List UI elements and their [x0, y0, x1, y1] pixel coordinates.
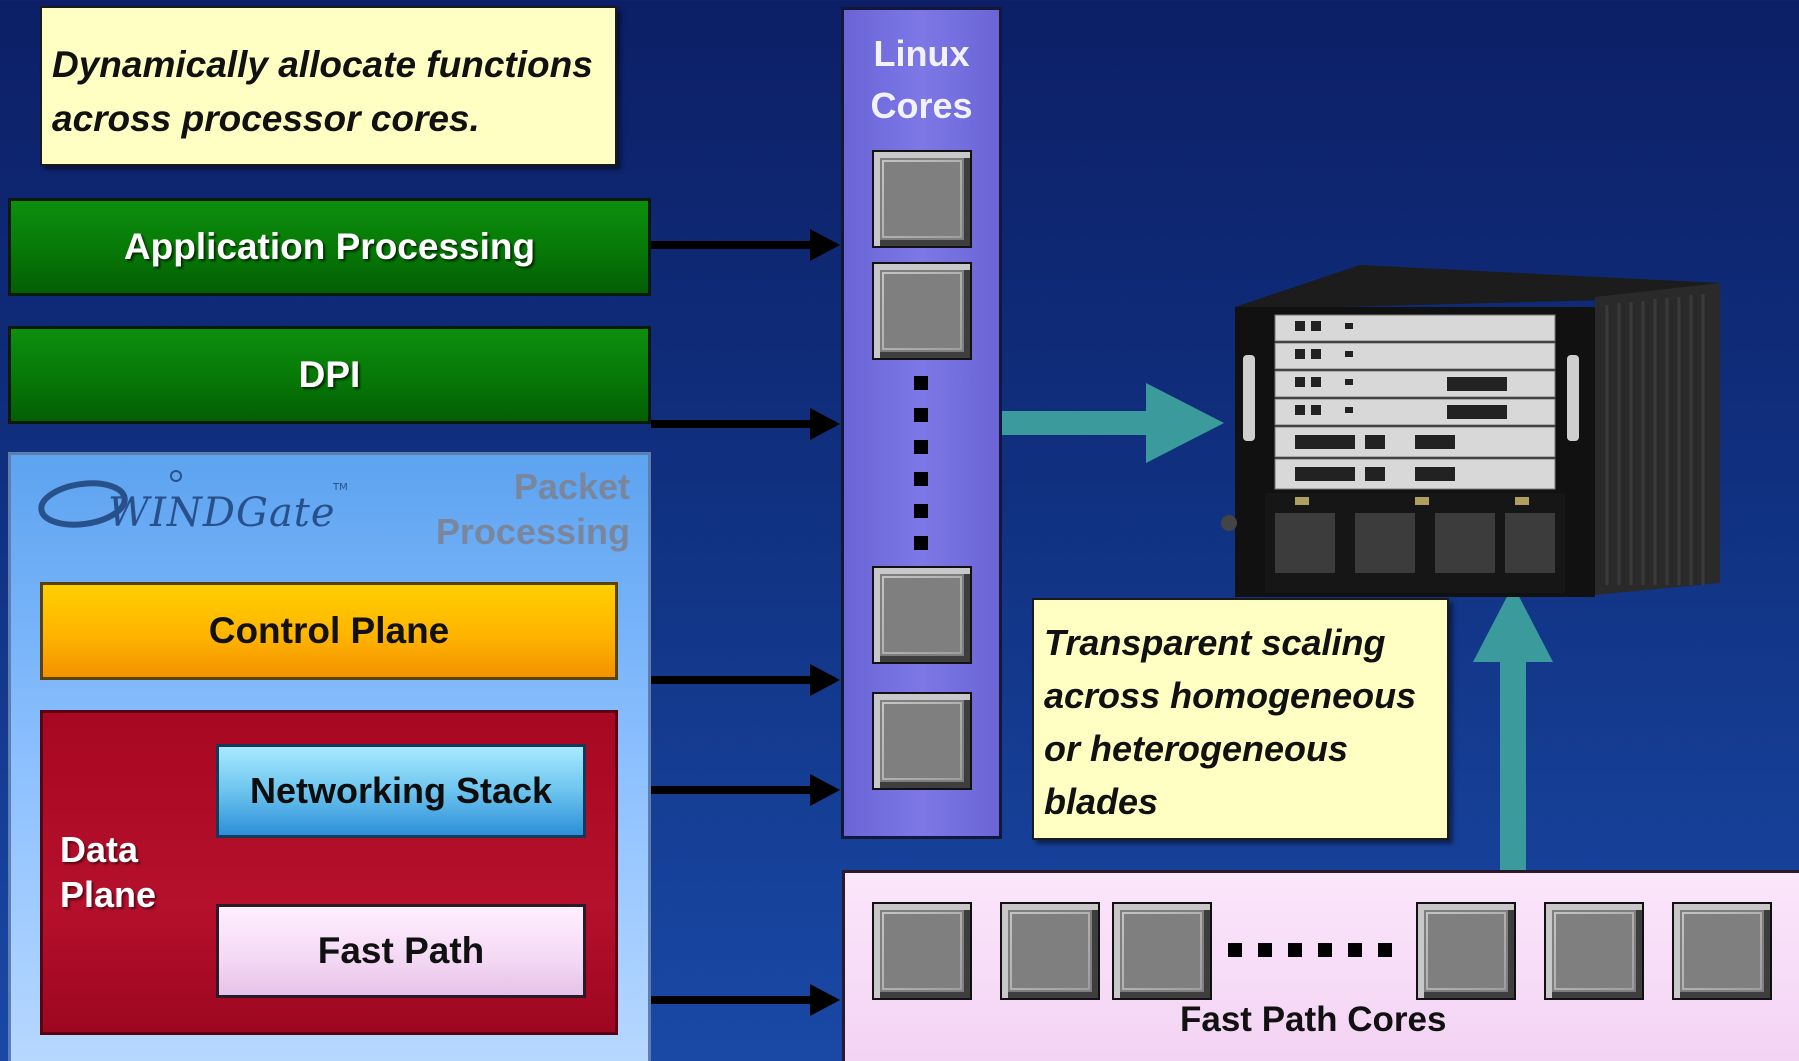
linux-ellipsis-dot [914, 440, 928, 454]
packet-processing-line-2: Processing [435, 511, 630, 552]
linux-core [872, 150, 972, 248]
right-note-line-4: blades [1044, 781, 1159, 822]
packet-processing-line-1: Packet [513, 466, 630, 507]
fast-path-label: Fast Path [317, 930, 485, 971]
arrow-application-to-linux [651, 229, 840, 261]
fast-path-core [1416, 902, 1516, 1000]
linux-core [872, 566, 972, 664]
blade-chassis-image [1215, 265, 1725, 605]
application-processing-label: Application Processing [123, 226, 536, 267]
fast-path-core [1112, 902, 1212, 1000]
windgate-logo: WINDGate TM [38, 466, 358, 546]
blade-chassis-icon [1221, 265, 1720, 597]
application-processing-bar: Application Processing [8, 198, 651, 296]
packet-processing-label: Packet Processing [400, 464, 630, 554]
linux-ellipsis-dot [914, 472, 928, 486]
svg-text:WINDGate: WINDGate [108, 490, 336, 536]
fast-path-ellipsis-dot [1228, 943, 1242, 957]
fast-path-core [872, 902, 972, 1000]
linux-cores-label: Linux Cores [841, 28, 1002, 132]
teal-arrow-cores-to-chassis [1473, 585, 1553, 870]
control-plane-bar: Control Plane [40, 582, 618, 680]
teal-arrow-linux-to-chassis [1002, 383, 1224, 463]
fast-path-bar: Fast Path [216, 904, 586, 998]
fast-path-cores-label: Fast Path Cores [1180, 1000, 1447, 1039]
linux-cores-line-2: Cores [870, 85, 973, 126]
arrow-dpi-to-linux [651, 408, 840, 440]
fast-path-ellipsis-dot [1318, 943, 1332, 957]
fast-path-ellipsis-dot [1378, 943, 1392, 957]
fast-path-ellipsis-dot [1258, 943, 1272, 957]
linux-ellipsis-dot [914, 504, 928, 518]
right-note-line-2: across homogeneous [1044, 675, 1417, 716]
top-note: Dynamically allocate functions across pr… [40, 6, 617, 166]
fast-path-core [1672, 902, 1772, 1000]
linux-ellipsis-dot [914, 536, 928, 550]
linux-ellipsis-dot [914, 376, 928, 390]
dpi-bar: DPI [8, 326, 651, 424]
data-plane-line-2: Plane [60, 874, 157, 915]
linux-core [872, 262, 972, 360]
linux-core [872, 692, 972, 790]
linux-cores-line-1: Linux [873, 33, 970, 74]
linux-ellipsis-dot [914, 408, 928, 422]
data-plane-label: Data Plane [60, 827, 156, 917]
fast-path-ellipsis-dot [1348, 943, 1362, 957]
right-note-line-3: or heterogeneous [1044, 728, 1349, 769]
arrow-control-plane-to-linux [618, 664, 840, 696]
svg-text:TM: TM [332, 482, 348, 493]
dpi-label: DPI [298, 354, 361, 395]
fast-path-ellipsis-dot [1288, 943, 1302, 957]
fast-path-core [1000, 902, 1100, 1000]
top-note-line-1: Dynamically allocate functions [52, 44, 593, 85]
fast-path-core [1544, 902, 1644, 1000]
right-note: Transparent scaling across homogeneous o… [1032, 598, 1449, 840]
data-plane-line-1: Data [60, 829, 139, 870]
top-note-line-2: across processor cores. [52, 98, 480, 139]
networking-stack-label: Networking Stack [249, 770, 553, 811]
windgate-logo-icon: WINDGate TM [38, 470, 348, 536]
networking-stack-bar: Networking Stack [216, 744, 586, 838]
control-plane-label: Control Plane [208, 610, 450, 651]
right-note-line-1: Transparent scaling [1044, 622, 1386, 663]
